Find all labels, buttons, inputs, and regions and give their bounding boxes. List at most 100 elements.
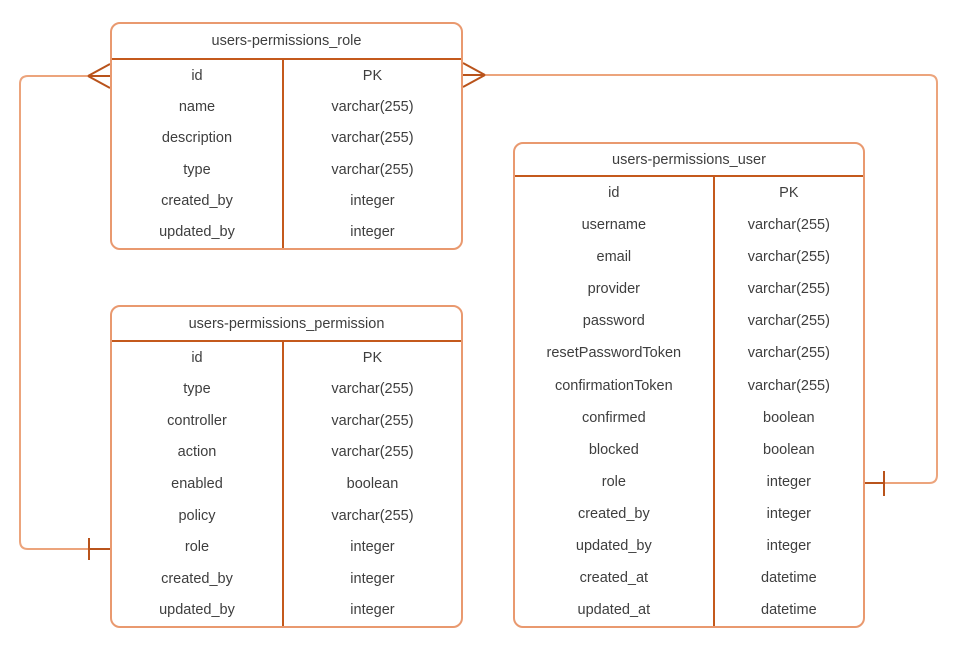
field-type: varchar(255)	[281, 436, 461, 469]
entity-table-role: users-permissions_role id PK name varchar(2…	[110, 22, 463, 250]
table-row: blocked boolean	[515, 433, 863, 466]
field-name: updated_by	[159, 224, 235, 241]
field-type: boolean	[712, 433, 863, 466]
connector-user-role	[485, 74, 938, 484]
field-name: id	[191, 349, 203, 366]
field-type: varchar(255)	[712, 369, 863, 402]
table-row: confirmed boolean	[515, 401, 863, 434]
field-type: integer	[712, 529, 863, 562]
field-name: blocked	[588, 441, 639, 458]
field-name: confirmationToken	[554, 377, 673, 394]
connector-permission-role	[19, 75, 89, 550]
table-row: name varchar(255)	[112, 91, 461, 123]
table-row: role integer	[112, 531, 461, 563]
field-type: varchar(255)	[281, 153, 461, 186]
table-row: updated_at datetime	[515, 594, 863, 627]
field-name: created_by	[577, 505, 650, 522]
table-row: created_at datetime	[515, 561, 863, 595]
field-type: varchar(255)	[712, 209, 863, 242]
field-name: email	[596, 249, 632, 266]
table-row: created_by integer	[112, 185, 461, 217]
field-name: role	[184, 539, 210, 556]
field-type: PK	[281, 342, 461, 374]
field-name: enabled	[171, 476, 223, 493]
field-type: varchar(255)	[281, 122, 461, 154]
field-type: datetime	[712, 594, 863, 627]
table-row: enabled boolean	[112, 468, 461, 500]
field-type: integer	[712, 497, 863, 530]
field-type: varchar(255)	[712, 305, 863, 338]
table-title: users-permissions_role	[112, 24, 461, 60]
table-row: created_by integer	[112, 562, 461, 595]
table-body: id PK name varchar(255) description varchar(2…	[112, 60, 461, 248]
field-name: action	[177, 444, 217, 461]
entity-table-permission: users-permissions_permission id PK type var…	[110, 305, 463, 628]
table-row: id PK	[112, 60, 461, 92]
table-row: description varchar(255)	[112, 122, 461, 154]
field-type: integer	[281, 531, 461, 563]
field-name: password	[582, 313, 645, 330]
field-name: type	[183, 161, 211, 178]
field-type: varchar(255)	[281, 373, 461, 406]
one-tick-marker	[865, 471, 885, 496]
field-type: varchar(255)	[281, 499, 461, 532]
field-type: PK	[281, 60, 461, 92]
field-name: id	[191, 67, 203, 84]
field-name: created_by	[161, 192, 233, 209]
field-name: created_at	[579, 569, 649, 586]
table-row: role integer	[515, 465, 863, 498]
table-row: controller varchar(255)	[112, 405, 461, 437]
field-type: integer	[712, 465, 863, 498]
field-name: description	[161, 130, 233, 147]
field-type: varchar(255)	[281, 405, 461, 437]
table-row: id PK	[515, 177, 863, 210]
table-row: provider varchar(255)	[515, 273, 863, 306]
field-name: updated_by	[575, 537, 652, 554]
field-type: integer	[281, 562, 461, 595]
field-type: PK	[712, 177, 863, 210]
field-name: id	[608, 185, 620, 202]
field-name: updated_at	[577, 602, 651, 619]
field-type: integer	[281, 216, 461, 248]
table-row: email varchar(255)	[515, 241, 863, 274]
table-row: id PK	[112, 342, 461, 374]
crow-foot-many-marker	[462, 62, 486, 88]
one-tick-marker	[88, 538, 110, 560]
field-type: boolean	[712, 401, 863, 434]
field-type: boolean	[281, 468, 461, 500]
field-name: updated_by	[159, 602, 235, 619]
field-type: integer	[281, 185, 461, 217]
table-title: users-permissions_permission	[112, 307, 461, 342]
table-row: password varchar(255)	[515, 305, 863, 338]
field-type: varchar(255)	[712, 241, 863, 274]
field-type: varchar(255)	[712, 273, 863, 306]
field-type: integer	[281, 594, 461, 627]
field-name: name	[178, 98, 216, 115]
field-name: resetPasswordToken	[546, 345, 682, 362]
table-row: updated_by integer	[112, 594, 461, 627]
field-name: provider	[587, 281, 641, 298]
table-row: action varchar(255)	[112, 436, 461, 469]
table-row: type varchar(255)	[112, 153, 461, 186]
field-name: controller	[167, 412, 227, 429]
field-type: varchar(255)	[712, 337, 863, 370]
table-title: users-permissions_user	[515, 144, 863, 177]
crow-foot-many-marker	[87, 63, 111, 89]
field-type: datetime	[712, 561, 863, 595]
table-body: id PK type varchar(255) controller varchar(25…	[112, 342, 461, 627]
table-row: confirmationToken varchar(255)	[515, 369, 863, 402]
field-type: varchar(255)	[281, 91, 461, 123]
table-row: updated_by integer	[515, 529, 863, 562]
field-name: created_by	[161, 570, 233, 587]
field-name: confirmed	[581, 409, 646, 426]
table-row: type varchar(255)	[112, 373, 461, 406]
field-name: type	[183, 381, 211, 398]
table-row: resetPasswordToken varchar(255)	[515, 337, 863, 370]
field-name: role	[601, 473, 626, 490]
